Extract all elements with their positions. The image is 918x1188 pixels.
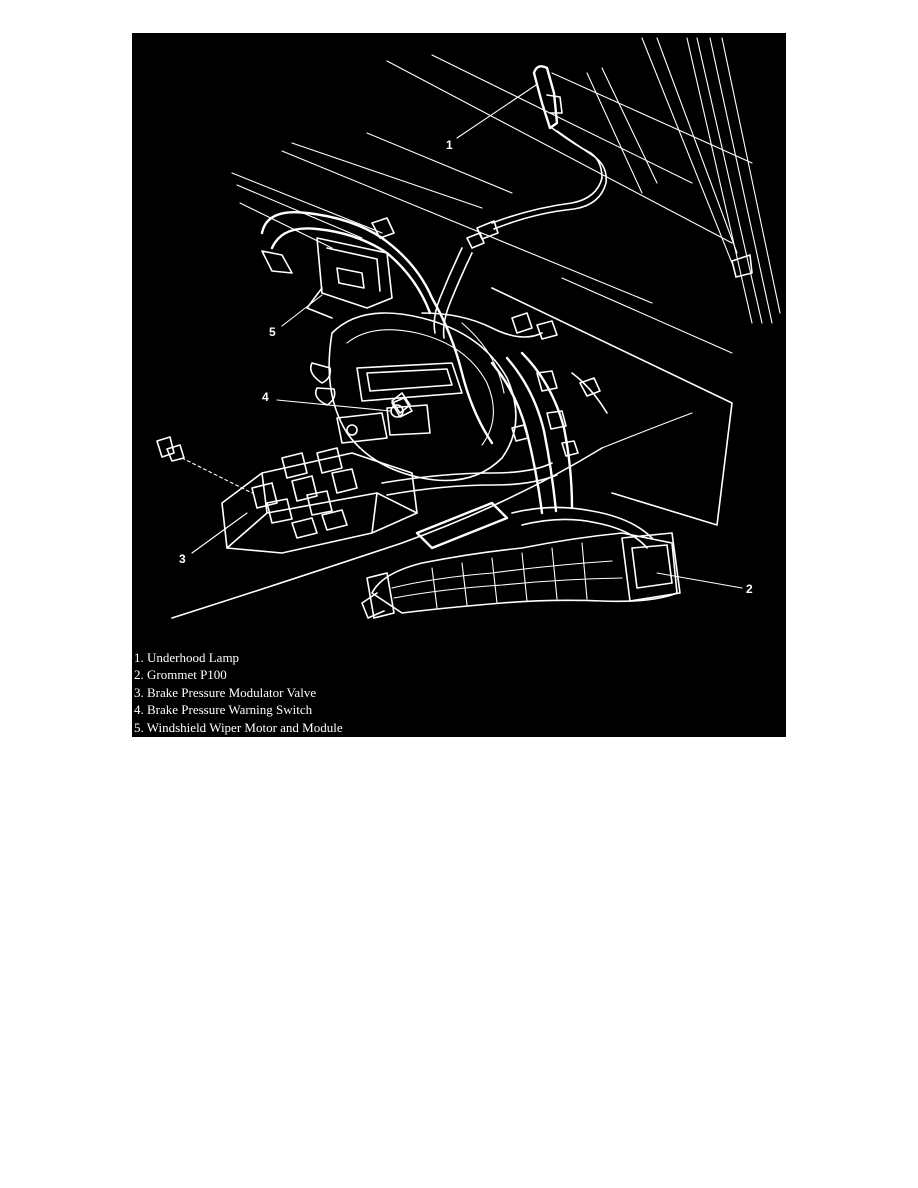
figure-legend: 1. Underhood Lamp 2. Grommet P100 3. Bra… (134, 649, 774, 736)
callout-leaders (191, 84, 743, 589)
wiring-harness (260, 211, 558, 445)
callout-number-1: 1 (446, 138, 453, 152)
legend-item-grommet: 2. Grommet P100 (134, 667, 227, 683)
underhood-lamp (466, 65, 608, 249)
lower-body-line (171, 412, 693, 619)
component-location-figure: 1 2 3 4 5 1. Underhood Lamp 2. Grommet P… (132, 33, 786, 737)
cowl-panel-lines (231, 54, 753, 526)
wiper-motor-module (306, 237, 393, 319)
legend-item-wiper-motor: 5. Windshield Wiper Motor and Module (134, 719, 343, 735)
callout-number-3: 3 (179, 552, 186, 566)
callout-number-4: 4 (262, 390, 269, 404)
grommet-p100 (361, 501, 681, 619)
lower-harness (490, 351, 608, 515)
legend-item-underhood-lamp: 1. Underhood Lamp (134, 650, 240, 665)
callout-number-5: 5 (269, 325, 276, 339)
fender-edge-lines (586, 37, 781, 324)
legend-item-warning-switch: 4. Brake Pressure Warning Switch (134, 702, 313, 718)
warning-switch (390, 397, 413, 418)
legend-item-modulator-valve: 3. Brake Pressure Modulator Valve (134, 684, 317, 700)
brake-pressure-modulator-valve (221, 447, 558, 554)
disconnected-connector (156, 436, 253, 494)
brake-booster (309, 312, 517, 482)
callout-number-2: 2 (746, 582, 753, 596)
engine-compartment-illustration: 1 2 3 4 5 (156, 37, 781, 619)
